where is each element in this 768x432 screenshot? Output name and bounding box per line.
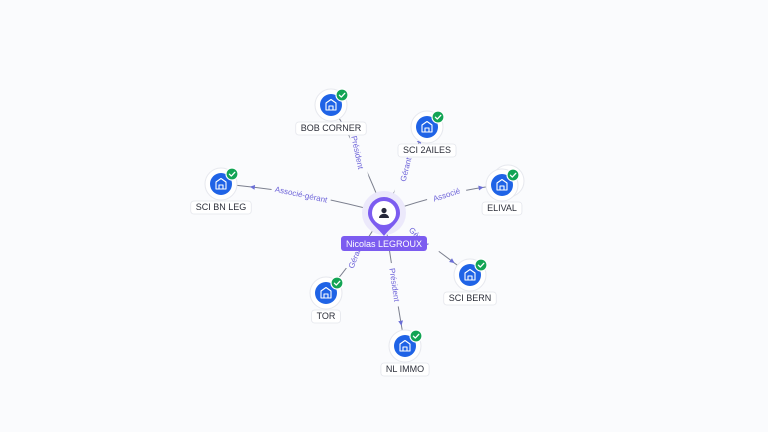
company-label-box [443,291,497,306]
company-name: SCI BERN [449,293,492,303]
nodes-layer: BOB CORNER SCI 2AILES ELIVAL SCI BERN NL IMM… [190,88,525,377]
company-disc [210,173,232,195]
person-node[interactable]: Nicolas LEGROUX [341,191,427,251]
company-disc [459,264,481,286]
edge-label-bg [425,183,467,205]
verified-check-icon [431,110,445,124]
company-node-nl-immo[interactable]: NL IMMO [380,329,430,377]
edge-label-sci-bn-leg: Associé-gérant [270,182,332,205]
building-icon [421,120,433,133]
building-icon [320,286,332,299]
edge-label-bg [387,262,404,308]
edge-arrow-elival [478,185,484,191]
company-node-elival[interactable]: ELIVAL [481,164,525,216]
company-label-box [311,309,341,324]
verified-check-icon [409,329,423,343]
company-label-box [397,143,457,158]
edge-relation-text: Associé-gérant [274,185,329,205]
edge-relation-text: Président [387,267,401,302]
edge-label-elival: Associé [425,183,467,205]
person-label-box [341,236,427,251]
company-disc [394,335,416,357]
verified-check-icon [474,258,488,272]
edge-arrow-sci-bn-leg [249,184,256,190]
verified-check-icon [506,168,520,182]
company-disc [320,94,342,116]
company-name: SCI 2AILES [403,145,451,155]
edge-label-nl-immo: Président [387,262,404,308]
company-name: NL IMMO [386,364,424,374]
company-label-box [481,201,523,216]
company-name: BOB CORNER [301,123,362,133]
company-label-box [190,200,252,215]
company-label-box [295,121,367,136]
company-node-bob-corner[interactable]: BOB CORNER [295,88,367,136]
company-node-sci-2ailes[interactable]: SCI 2AILES [397,110,457,158]
building-icon [464,268,476,281]
company-disc [491,174,513,196]
edge-relation-text: Président [349,135,365,171]
edge-label-bg [346,119,370,185]
verified-check-icon [330,276,344,290]
edges-layer [220,104,503,347]
edge-arrow-nl-immo [398,320,403,326]
person-icon [379,207,389,218]
company-disc [416,116,438,138]
building-icon [496,178,508,191]
verified-check-icon [225,167,239,181]
edge-arrow-sci-bern [449,258,455,264]
company-name: TOR [317,311,336,321]
verified-check-icon [335,88,349,102]
company-name: ELIVAL [487,203,517,213]
company-disc [315,282,337,304]
building-icon [215,177,227,190]
company-node-sci-bn-leg[interactable]: SCI BN LEG [190,167,252,215]
edge-label-bg [270,182,332,205]
building-icon [399,339,411,352]
company-name: SCI BN LEG [196,202,247,212]
person-name: Nicolas LEGROUX [346,239,422,249]
company-node-sci-bern[interactable]: SCI BERN [443,258,497,306]
company-label-box [380,362,430,377]
building-icon [325,98,337,111]
company-node-tor[interactable]: TOR [309,276,344,324]
edge-relation-text: Gérant [399,156,414,183]
